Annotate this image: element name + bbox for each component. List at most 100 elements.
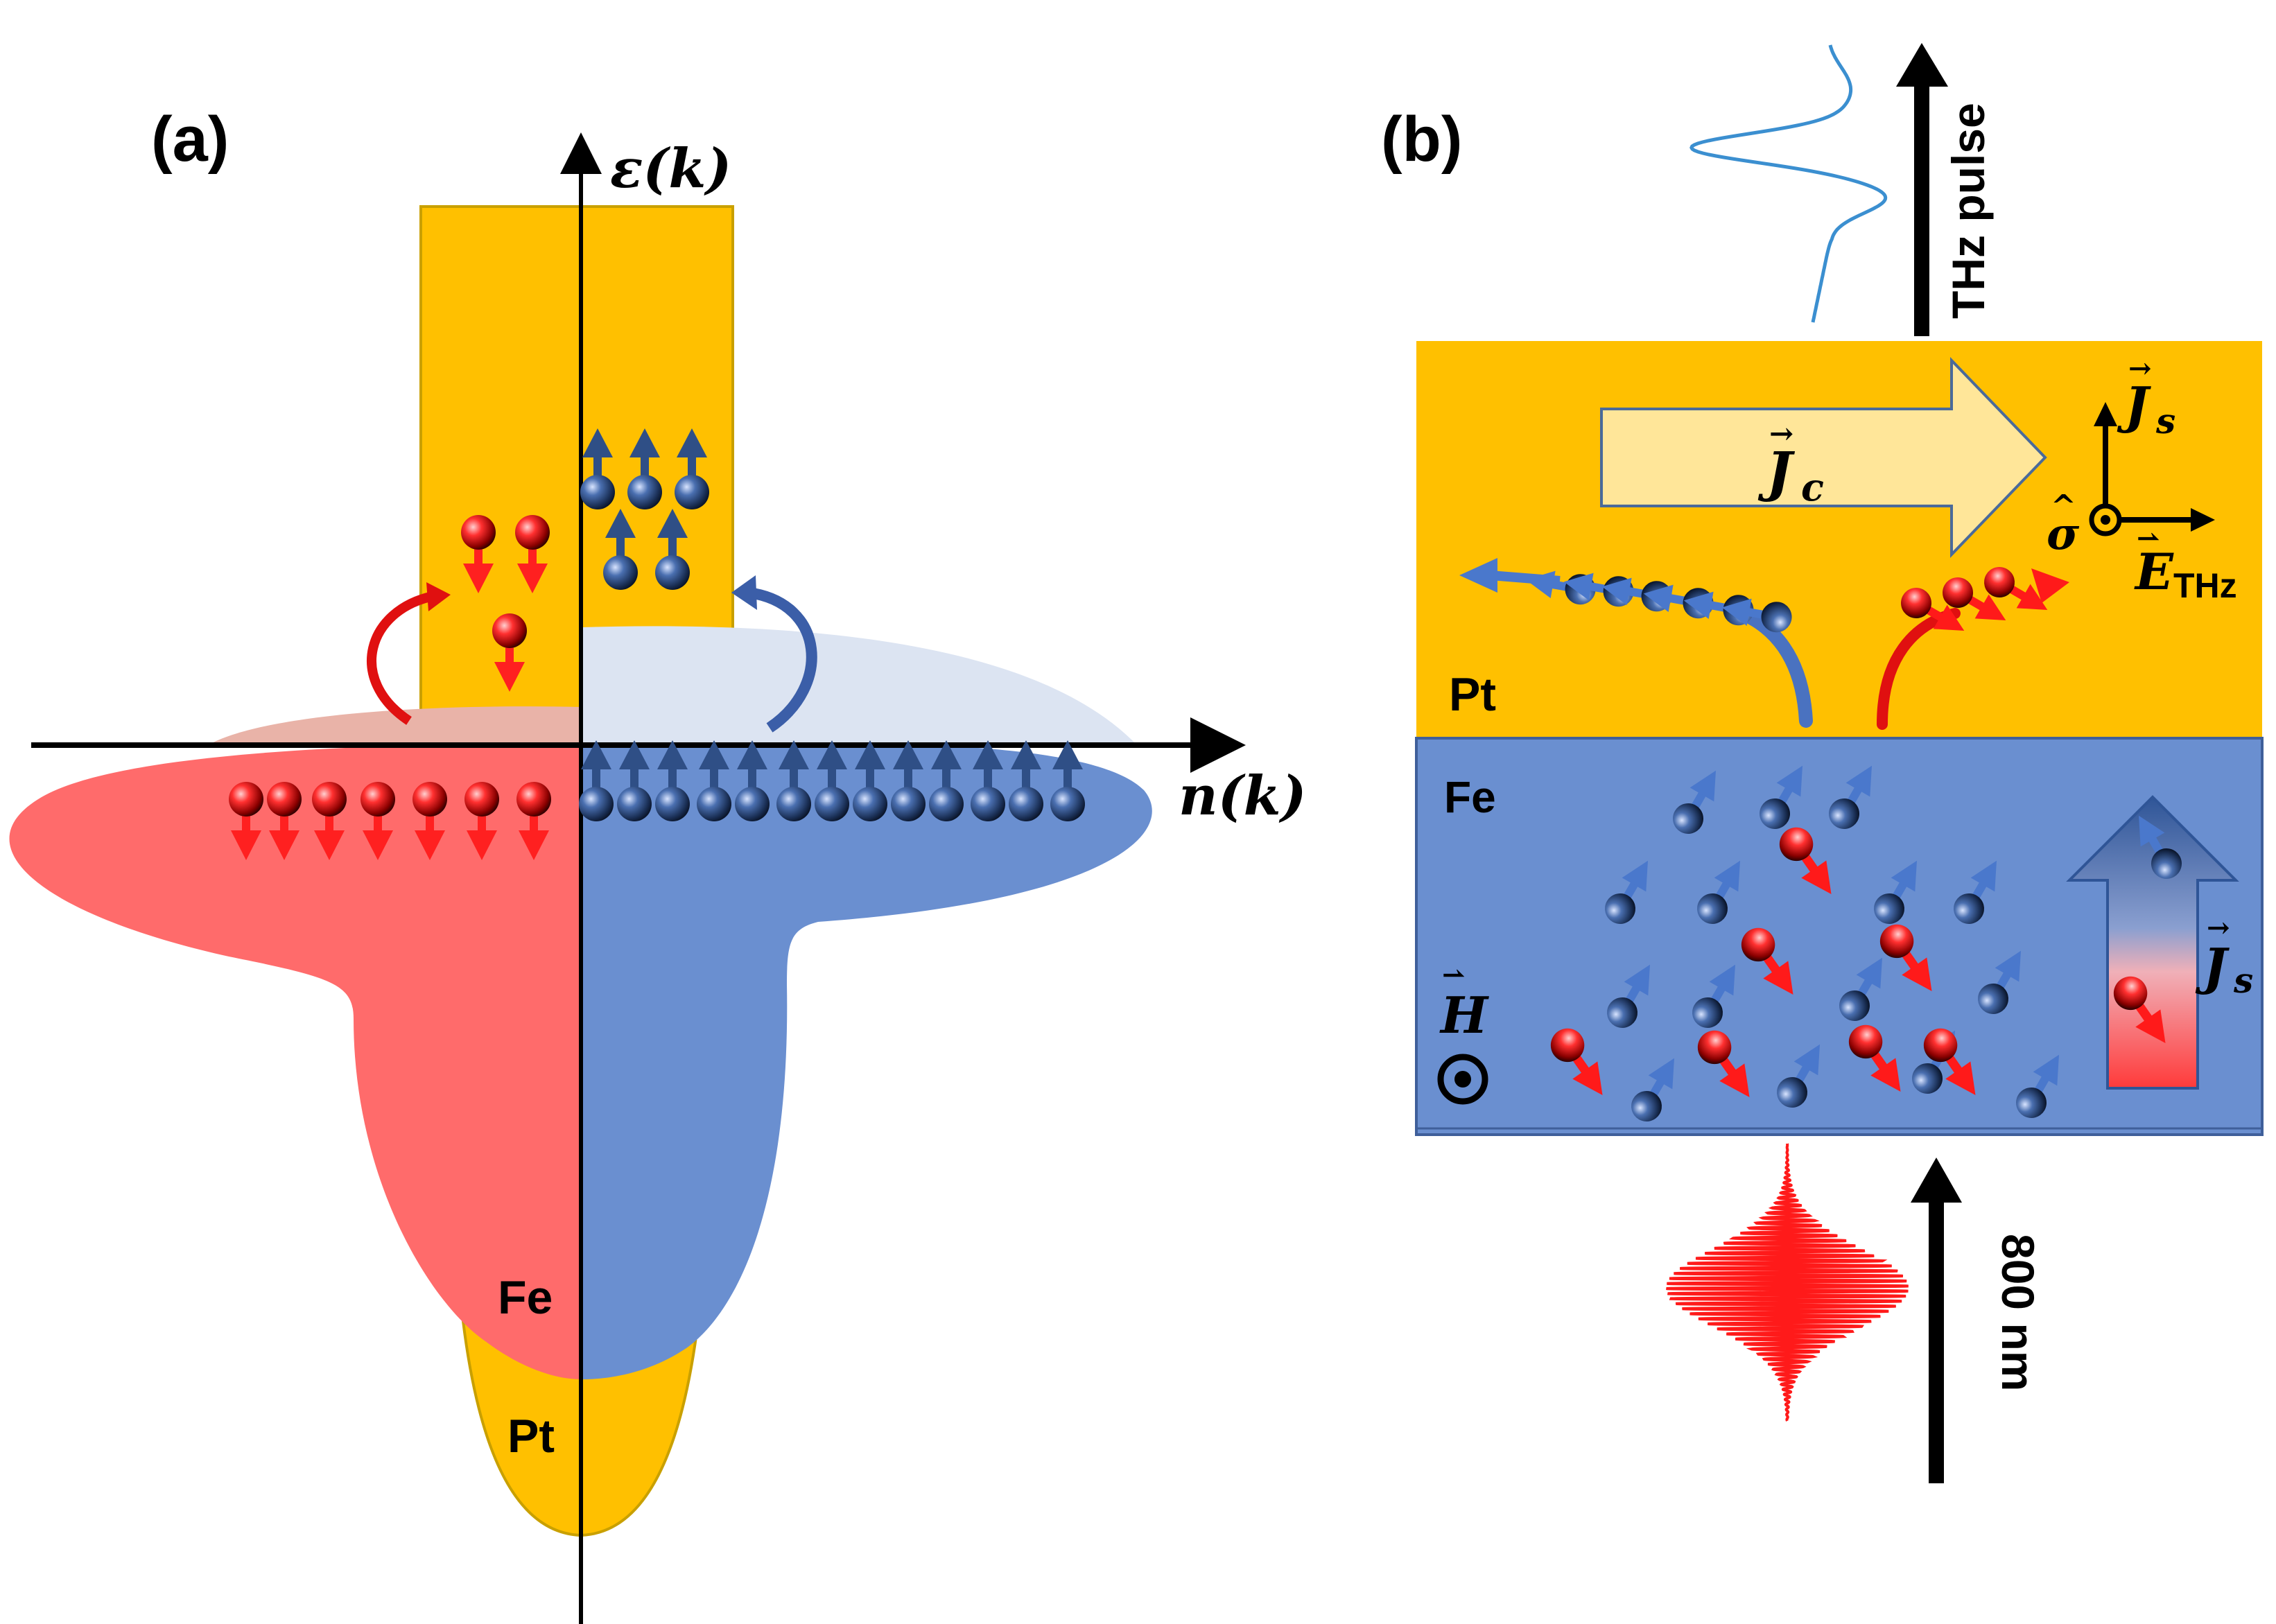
js-top-arrow: → bbox=[2128, 352, 2152, 385]
spin-red-icon bbox=[1697, 1030, 1750, 1098]
thz-waveform bbox=[1689, 44, 1888, 323]
panel-a: (a) ε(k) n(k) Fe Pt bbox=[9, 104, 1307, 1624]
ethz-arrow: ⇀ bbox=[2137, 522, 2160, 555]
fe-label-a: Fe bbox=[498, 1271, 553, 1324]
sigma-main: σ bbox=[2047, 508, 2080, 560]
js-side-arrow: → bbox=[2207, 911, 2230, 944]
sigma-dot-center bbox=[2101, 515, 2110, 525]
spin-up-icon bbox=[971, 740, 1005, 821]
spin-up-icon bbox=[617, 740, 652, 821]
js-top-sub: s bbox=[2155, 401, 2175, 442]
jc-vector-arrow: → bbox=[1769, 417, 1793, 451]
spin-blue-icon bbox=[1954, 860, 1997, 924]
spin-down-icon bbox=[360, 782, 395, 860]
charge-current-arrow bbox=[1600, 357, 2047, 558]
fe-majority-band bbox=[581, 742, 1152, 1379]
fe-minority-band bbox=[9, 744, 582, 1379]
ethz-label: E THz ⇀ bbox=[2134, 522, 2237, 605]
pt-label-a: Pt bbox=[507, 1410, 555, 1463]
thz-arrow-head bbox=[1896, 43, 1948, 87]
spin-red-icon bbox=[1779, 827, 1832, 895]
fe-label-b: Fe bbox=[1444, 772, 1496, 822]
spin-down-icon bbox=[229, 782, 263, 860]
jc-label-sub: c bbox=[1801, 465, 1824, 509]
blue-transfer-arrowhead bbox=[731, 575, 757, 610]
spin-blue-icon bbox=[1673, 770, 1716, 834]
thz-pulse-label: THz pulse bbox=[1943, 103, 1994, 319]
dos-axis-label: n(k) bbox=[1179, 765, 1307, 828]
spin-down-icon bbox=[461, 515, 496, 593]
spin-down-icon bbox=[312, 782, 347, 860]
js-side-sub: s bbox=[2233, 960, 2253, 1001]
panel-b-label: (b) bbox=[1381, 104, 1462, 175]
spin-up-icon bbox=[675, 428, 709, 509]
spin-blue-icon bbox=[1978, 950, 2021, 1014]
spin-up-icon bbox=[735, 740, 770, 821]
spin-red-icon bbox=[1901, 588, 1965, 631]
spin-down-icon bbox=[464, 782, 499, 860]
blue-chain-head bbox=[1459, 558, 1497, 593]
ethz-sub: THz bbox=[2173, 566, 2237, 605]
ethz-main: E bbox=[2134, 542, 2174, 601]
pt-light-blue-cap bbox=[581, 626, 1137, 745]
red-transfer-arrow bbox=[367, 591, 435, 725]
energy-axis-label: ε(k) bbox=[610, 137, 731, 200]
spin-up-icon bbox=[627, 428, 662, 509]
panel-a-label: (a) bbox=[151, 104, 229, 175]
spin-blue-icon bbox=[1874, 860, 1917, 924]
red-chain-head bbox=[2031, 568, 2069, 603]
spin-red-icon bbox=[1848, 1024, 1901, 1092]
panel-b-spins bbox=[1459, 558, 2182, 1121]
spin-up-icon bbox=[580, 428, 615, 509]
spin-blue-icon bbox=[1721, 598, 1792, 633]
h-label: H ⇀ bbox=[1439, 959, 1489, 1045]
pt-light-red-cap bbox=[208, 706, 581, 745]
pt-label-b: Pt bbox=[1449, 668, 1496, 721]
spin-up-icon bbox=[697, 740, 731, 821]
spin-blue-icon bbox=[1692, 964, 1735, 1028]
h-main: H bbox=[1439, 986, 1489, 1045]
spin-blue-icon bbox=[1829, 765, 1872, 829]
ethz-axis-head bbox=[2191, 508, 2215, 532]
spin-down-icon bbox=[267, 782, 302, 860]
blue-chain-tail bbox=[1490, 570, 1561, 586]
spin-blue-icon bbox=[1607, 964, 1650, 1028]
panel-a-spins bbox=[229, 428, 1085, 860]
spin-blue-icon bbox=[1777, 1044, 1820, 1108]
spin-red-icon bbox=[2113, 976, 2166, 1044]
spin-red-icon bbox=[1943, 577, 2006, 620]
spin-up-icon bbox=[655, 740, 690, 821]
spin-down-icon bbox=[516, 782, 551, 860]
spin-blue-icon bbox=[2139, 815, 2182, 879]
red-transfer-arrowhead bbox=[426, 582, 451, 611]
spin-up-icon bbox=[603, 509, 638, 590]
spin-up-icon bbox=[891, 740, 926, 821]
laser-800nm-label: 800 nm bbox=[1992, 1234, 2044, 1391]
laser-arrow-head bbox=[1911, 1158, 1962, 1203]
spin-blue-icon bbox=[2016, 1054, 2059, 1118]
spin-blue-icon bbox=[1839, 957, 1882, 1021]
spin-blue-icon bbox=[1631, 1058, 1674, 1121]
laser-pulse-waveform bbox=[1666, 1143, 1909, 1422]
h-field-symbol-center bbox=[1454, 1071, 1471, 1088]
spin-up-icon bbox=[853, 740, 887, 821]
spin-up-icon bbox=[1050, 740, 1085, 821]
spin-up-icon bbox=[929, 740, 964, 821]
spin-blue-icon bbox=[1605, 860, 1648, 924]
sigma-label: σ ^ bbox=[2047, 489, 2080, 560]
spin-up-icon bbox=[776, 740, 811, 821]
pt-layer bbox=[1416, 341, 2262, 738]
spin-red-icon bbox=[1741, 927, 1793, 995]
panel-b: (b) THz pulse 800 nm Pt Fe J c → J s → J… bbox=[1381, 43, 2264, 1483]
sigma-hat: ^ bbox=[2051, 489, 2076, 524]
spin-up-icon bbox=[1009, 740, 1043, 821]
h-field-symbol bbox=[1437, 1054, 1488, 1105]
h-arrow: ⇀ bbox=[1442, 959, 1466, 991]
spin-blue-icon bbox=[1760, 765, 1802, 829]
blue-transfer-arrow bbox=[747, 587, 817, 733]
spin-down-icon bbox=[412, 782, 447, 860]
spin-red-icon bbox=[1879, 924, 1932, 992]
spin-up-icon bbox=[815, 740, 849, 821]
